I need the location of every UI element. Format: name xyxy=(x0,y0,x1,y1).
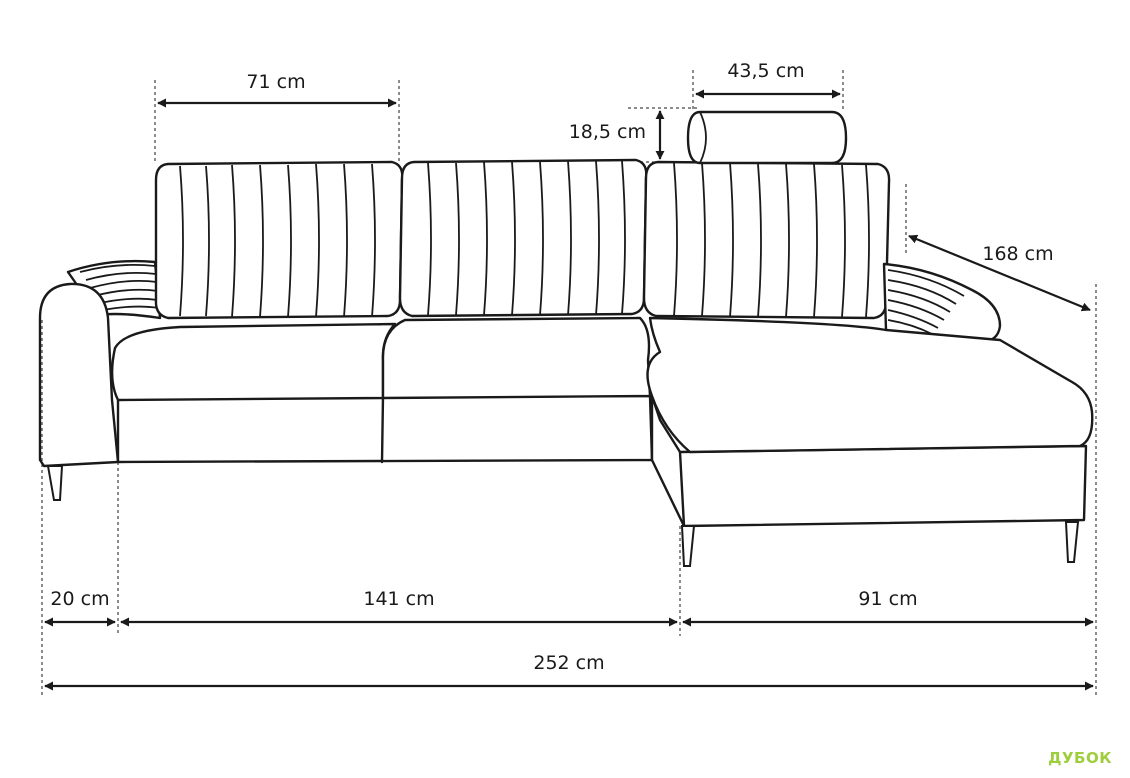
label-chaise-width: 91 cm xyxy=(858,588,917,610)
label-chaise-depth: 168 cm xyxy=(982,243,1053,265)
dimension-lines xyxy=(41,70,1097,698)
label-main-section-width: 141 cm xyxy=(363,588,434,610)
sofa-base xyxy=(116,394,654,464)
left-armrest xyxy=(38,282,120,468)
back-cushion-middle xyxy=(398,158,648,318)
brand-watermark: ДУБОК xyxy=(1048,749,1112,767)
right-leg-front xyxy=(680,525,696,567)
chaise-base xyxy=(650,394,1088,528)
back-cushion-right xyxy=(642,160,891,320)
seat-cushion-left xyxy=(110,322,397,402)
left-leg xyxy=(46,465,64,501)
seat-cushion-middle xyxy=(381,316,652,400)
chaise-seat xyxy=(646,316,1094,454)
label-headrest-height: 18,5 cm xyxy=(569,121,646,143)
right-leg-back xyxy=(1064,521,1080,563)
headrest-bolster xyxy=(686,110,848,165)
back-cushion-left xyxy=(154,160,404,320)
label-total-width: 252 cm xyxy=(533,652,604,674)
sofa-illustration xyxy=(38,110,1094,567)
label-backrest-width: 71 cm xyxy=(246,71,305,93)
label-armrest-width: 20 cm xyxy=(50,588,109,610)
label-headrest-width: 43,5 cm xyxy=(727,60,804,82)
